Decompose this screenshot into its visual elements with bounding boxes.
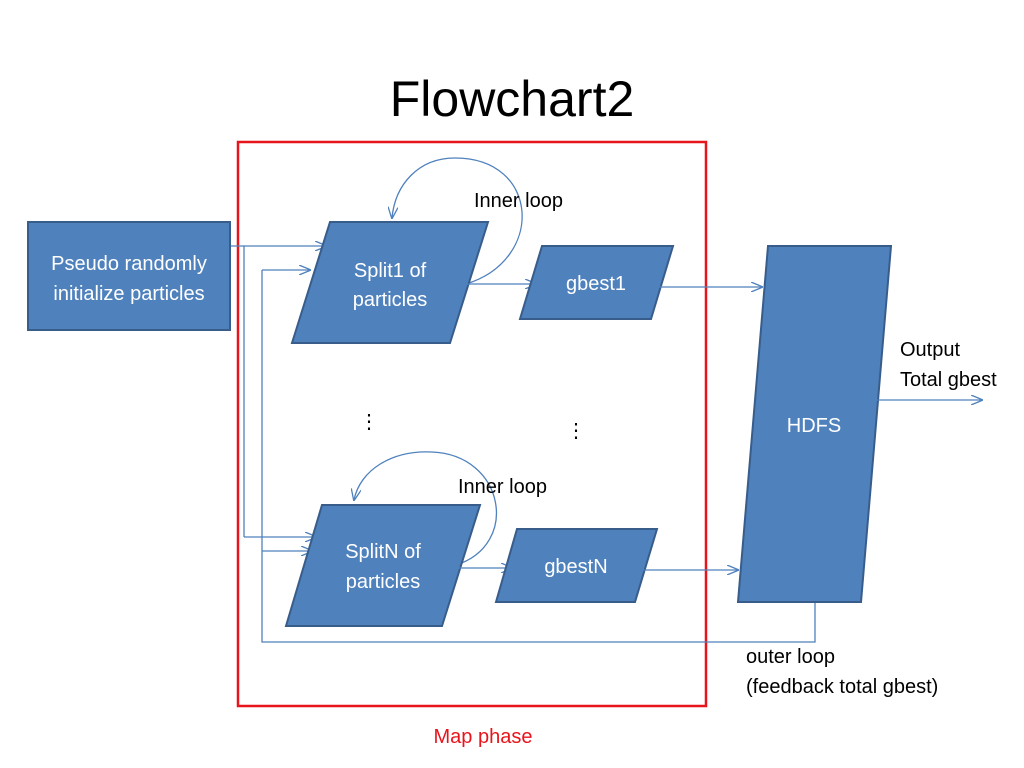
init-node xyxy=(27,221,231,331)
init-label-line1: Pseudo randomly xyxy=(51,253,207,275)
splitN-node xyxy=(284,504,482,627)
inner-loop-1-connector xyxy=(392,157,523,285)
page-title: Flowchart2 xyxy=(390,71,635,127)
split1-label-line2: particles xyxy=(353,289,427,311)
inner-loop-2-label: Inner loop xyxy=(458,476,547,498)
split1-node xyxy=(290,221,490,344)
gbestN-node xyxy=(494,528,659,603)
outer-loop-connector xyxy=(261,270,816,643)
gbest1-node xyxy=(518,245,675,320)
split1-label-line1: Split1 of xyxy=(354,260,427,282)
init-label-line2: initialize particles xyxy=(53,283,204,305)
ellipsis-right: ⋮ xyxy=(566,420,586,442)
map-phase-region xyxy=(236,140,708,708)
outer-loop-label-line1: outer loop xyxy=(746,646,835,668)
ellipsis-left: ⋮ xyxy=(359,411,379,433)
hdfs-node xyxy=(736,245,893,603)
output-label-line2: Total gbest xyxy=(900,369,997,391)
gbestN-label: gbestN xyxy=(544,556,607,578)
outer-loop-label-line2: (feedback total gbest) xyxy=(746,676,938,698)
output-label-line1: Output xyxy=(900,339,960,361)
hdfs-label: HDFS xyxy=(787,415,841,437)
map-phase-label: Map phase xyxy=(434,726,533,748)
gbest1-label: gbest1 xyxy=(566,273,626,295)
inner-loop-1-label: Inner loop xyxy=(474,190,563,212)
inner-loop-2-connector xyxy=(354,451,498,566)
splitN-label-line2: particles xyxy=(346,571,420,593)
splitN-label-line1: SplitN of xyxy=(345,541,421,563)
